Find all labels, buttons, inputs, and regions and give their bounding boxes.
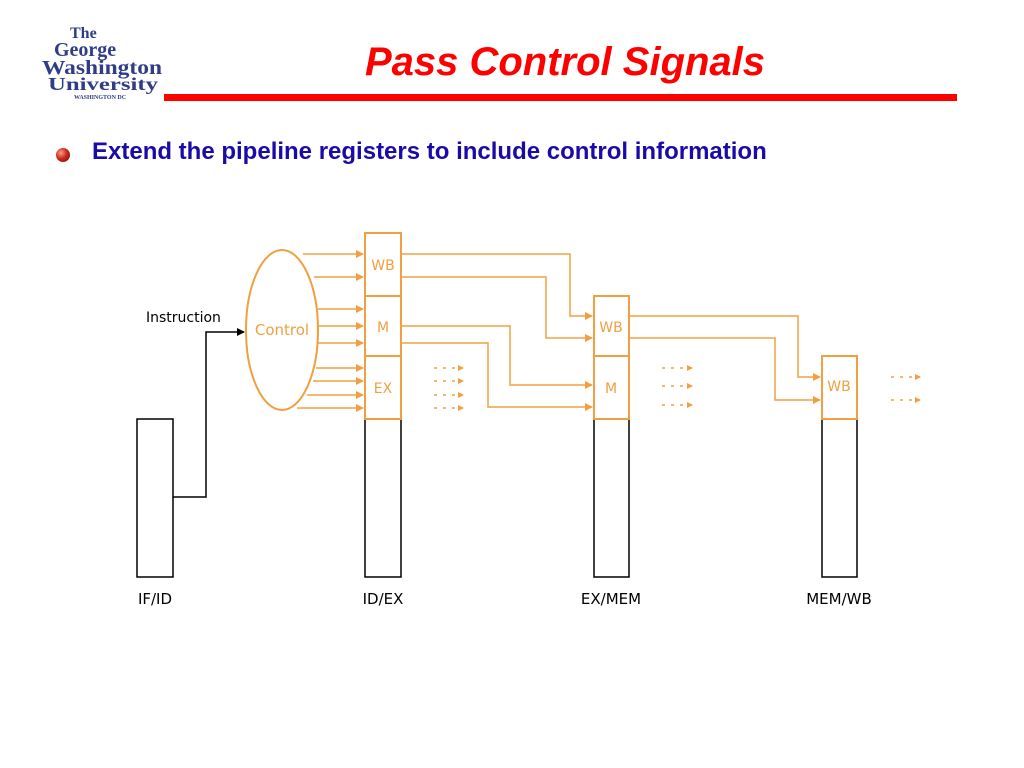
register-if-id [136,418,174,578]
m-outputs [662,365,693,408]
idex-wb-label: WB [371,258,394,274]
stage-label-ex-mem: EX/MEM [581,590,641,608]
instruction-label: Instruction [146,310,221,326]
logo-line-1: The [70,25,97,42]
title-underline [164,94,957,101]
control-outputs [297,250,364,412]
logo-line-4: University [48,74,158,94]
control-label: Control [255,321,309,339]
idex-to-exmem-wires [401,253,593,411]
idex-wb-box [364,232,402,297]
register-ex-mem [593,418,630,578]
exmem-to-memwb-wires [629,315,821,404]
wb-outputs [891,374,921,403]
exmem-wb-box [593,295,630,357]
logo-line-2: George [54,39,116,61]
idex-ex-label: EX [374,381,393,397]
exmem-m-label: M [605,381,617,397]
exmem-m-box [593,355,630,420]
logo-line-5: WASHINGTON DC [74,95,126,101]
bullet-text: Extend the pipeline registers to include… [92,138,767,165]
bullet-icon [56,148,70,162]
stage-label-if-id: IF/ID [138,590,172,608]
university-logo: The George Washington University WASHING… [42,25,162,101]
stage-label-id-ex: ID/EX [363,590,404,608]
memwb-wb-label: WB [827,379,850,395]
control-unit [245,249,319,411]
memwb-wb-box [821,355,858,420]
exmem-wb-label: WB [599,320,622,336]
instruction-wire [173,328,245,498]
ex-outputs [434,365,464,411]
stage-label-mem-wb: MEM/WB [806,590,872,608]
register-mem-wb [821,418,858,578]
idex-m-label: M [377,320,389,336]
idex-ex-box [364,355,402,420]
logo-line-3: Washington [42,57,162,79]
slide-title: Pass Control Signals [364,40,766,84]
register-id-ex [364,418,402,578]
